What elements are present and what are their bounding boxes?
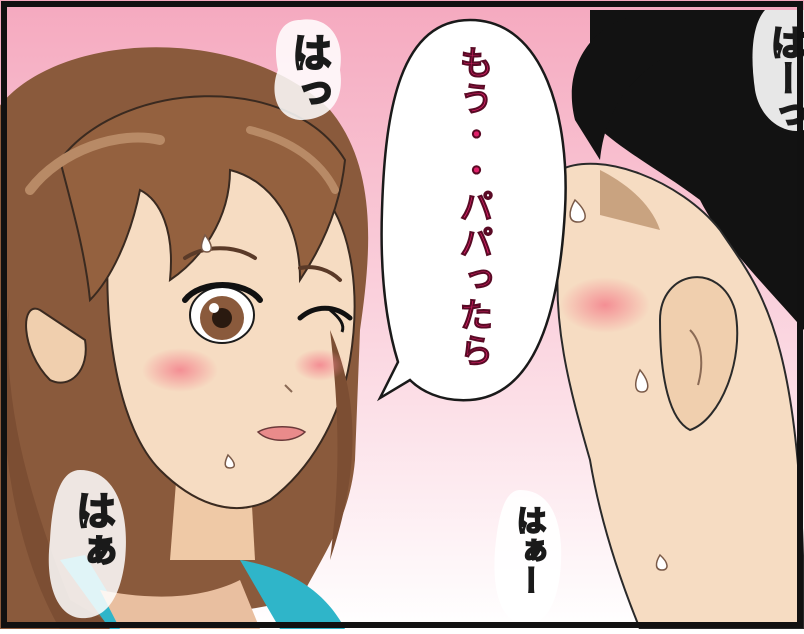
sfx-woman-bottom-text: はぁ	[69, 490, 115, 570]
speech-bubble-text: もう・・パパったら	[453, 45, 493, 369]
sfx-man-bottom: はぁー	[494, 490, 561, 625]
sfx-woman-top: はっ	[274, 19, 340, 120]
sfx-woman-bottom: はぁ	[49, 470, 126, 618]
sfx-man-bottom-text: はぁー	[511, 505, 546, 595]
sfx-woman-top-text: はっ	[285, 32, 331, 112]
speech-bubble: もう・・パパったら	[380, 20, 566, 400]
